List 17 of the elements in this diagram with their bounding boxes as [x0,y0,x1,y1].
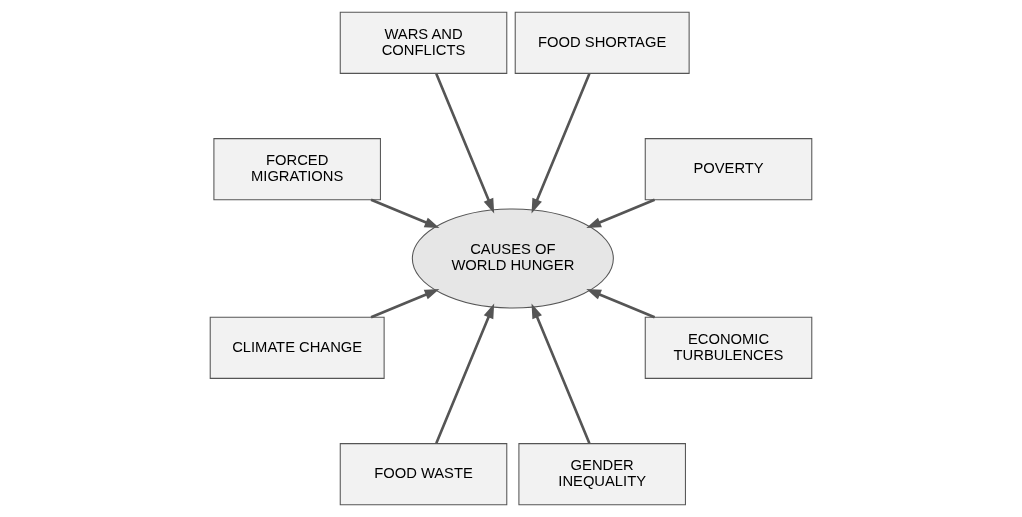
node-box: WARS AND CONFLICTS [339,11,508,74]
node-box: ECONOMIC TURBULENCES [644,316,813,379]
node-ellipse: CAUSES OF WORLD HUNGER [411,208,614,309]
arrow [586,198,656,229]
node-box: CLIMATE CHANGE [209,316,385,379]
node-box: POVERTY [644,138,813,201]
arrow [531,303,591,444]
arrow [370,198,440,229]
node-box: GENDER INEQUALITY [518,443,686,506]
arrow [370,288,440,319]
node-box: FOOD WASTE [339,443,508,506]
arrow [586,288,656,319]
arrow [435,73,495,214]
arrow [435,303,495,444]
node-box: FOOD SHORTAGE [514,11,690,74]
node-box: FORCED MIGRATIONS [213,138,381,201]
arrow [531,73,591,214]
